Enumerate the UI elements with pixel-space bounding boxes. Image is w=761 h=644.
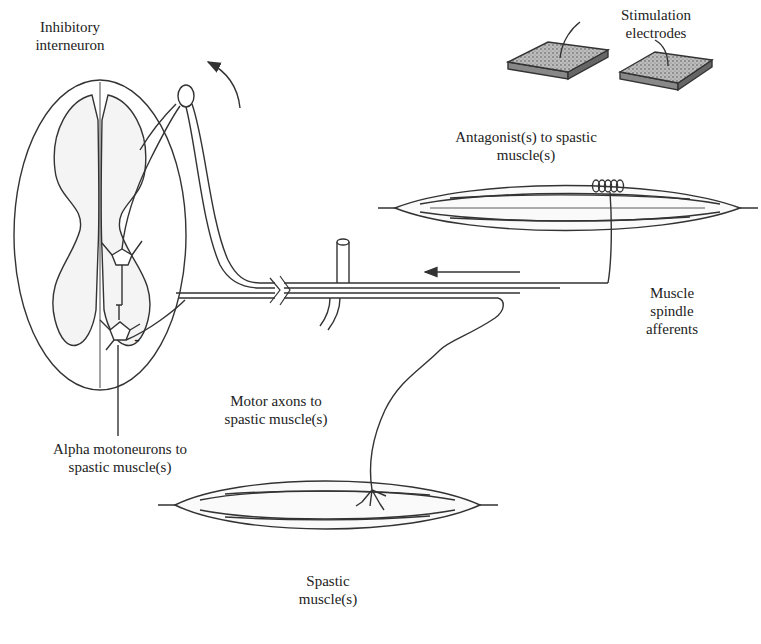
interneuron-label: Inhibitory interneuron bbox=[22, 18, 118, 54]
motoneuron-label: Alpha motoneurons to spastic muscle(s) bbox=[40, 440, 200, 476]
leader-line bbox=[117, 345, 118, 436]
peripheral-nerve bbox=[260, 239, 608, 330]
motor-axon bbox=[356, 298, 503, 510]
dorsal-root bbox=[140, 85, 260, 288]
coil-winding bbox=[617, 180, 624, 192]
antagonist-muscle bbox=[378, 186, 758, 231]
ventral-root bbox=[176, 293, 260, 298]
muscle-label: Antagonist(s) to spastic muscle(s) bbox=[452, 128, 600, 164]
axon-label: Motor axons to spastic muscle(s) bbox=[222, 392, 330, 428]
spastic-muscle bbox=[158, 481, 498, 529]
spinal-cord bbox=[14, 80, 186, 390]
signal-arrow bbox=[208, 62, 240, 108]
signal-arrow bbox=[425, 271, 520, 272]
inhibitory-interneuron bbox=[102, 160, 150, 305]
stimulation-electrode bbox=[620, 40, 712, 90]
alpha-motoneuron bbox=[100, 300, 185, 350]
afferent-label: Muscle spindle afferents bbox=[632, 284, 712, 338]
muscle-label: Spastic muscle(s) bbox=[290, 572, 366, 608]
stimulation-electrode bbox=[508, 22, 608, 79]
muscle-spindle bbox=[593, 180, 624, 192]
spindle-afferent bbox=[608, 192, 611, 283]
inhibition-sign: - bbox=[130, 330, 144, 349]
electrode-label: Stimulation electrodes bbox=[608, 6, 704, 42]
